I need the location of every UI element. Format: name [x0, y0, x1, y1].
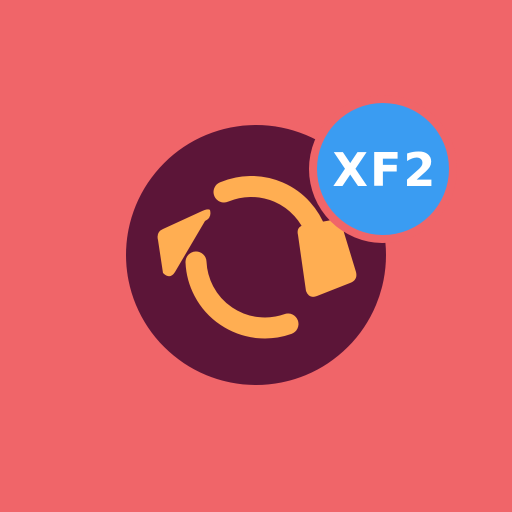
sync-arc-bottom [185, 251, 299, 339]
badge-label: XF2 [333, 143, 438, 197]
sync-arrowhead-right [297, 219, 357, 297]
sync-arc-top [213, 175, 327, 243]
sync-refresh-icon [157, 175, 357, 339]
badge-circle [317, 103, 449, 235]
version-badge: XF2 [309, 95, 457, 243]
sync-arrowhead-left [157, 209, 211, 277]
